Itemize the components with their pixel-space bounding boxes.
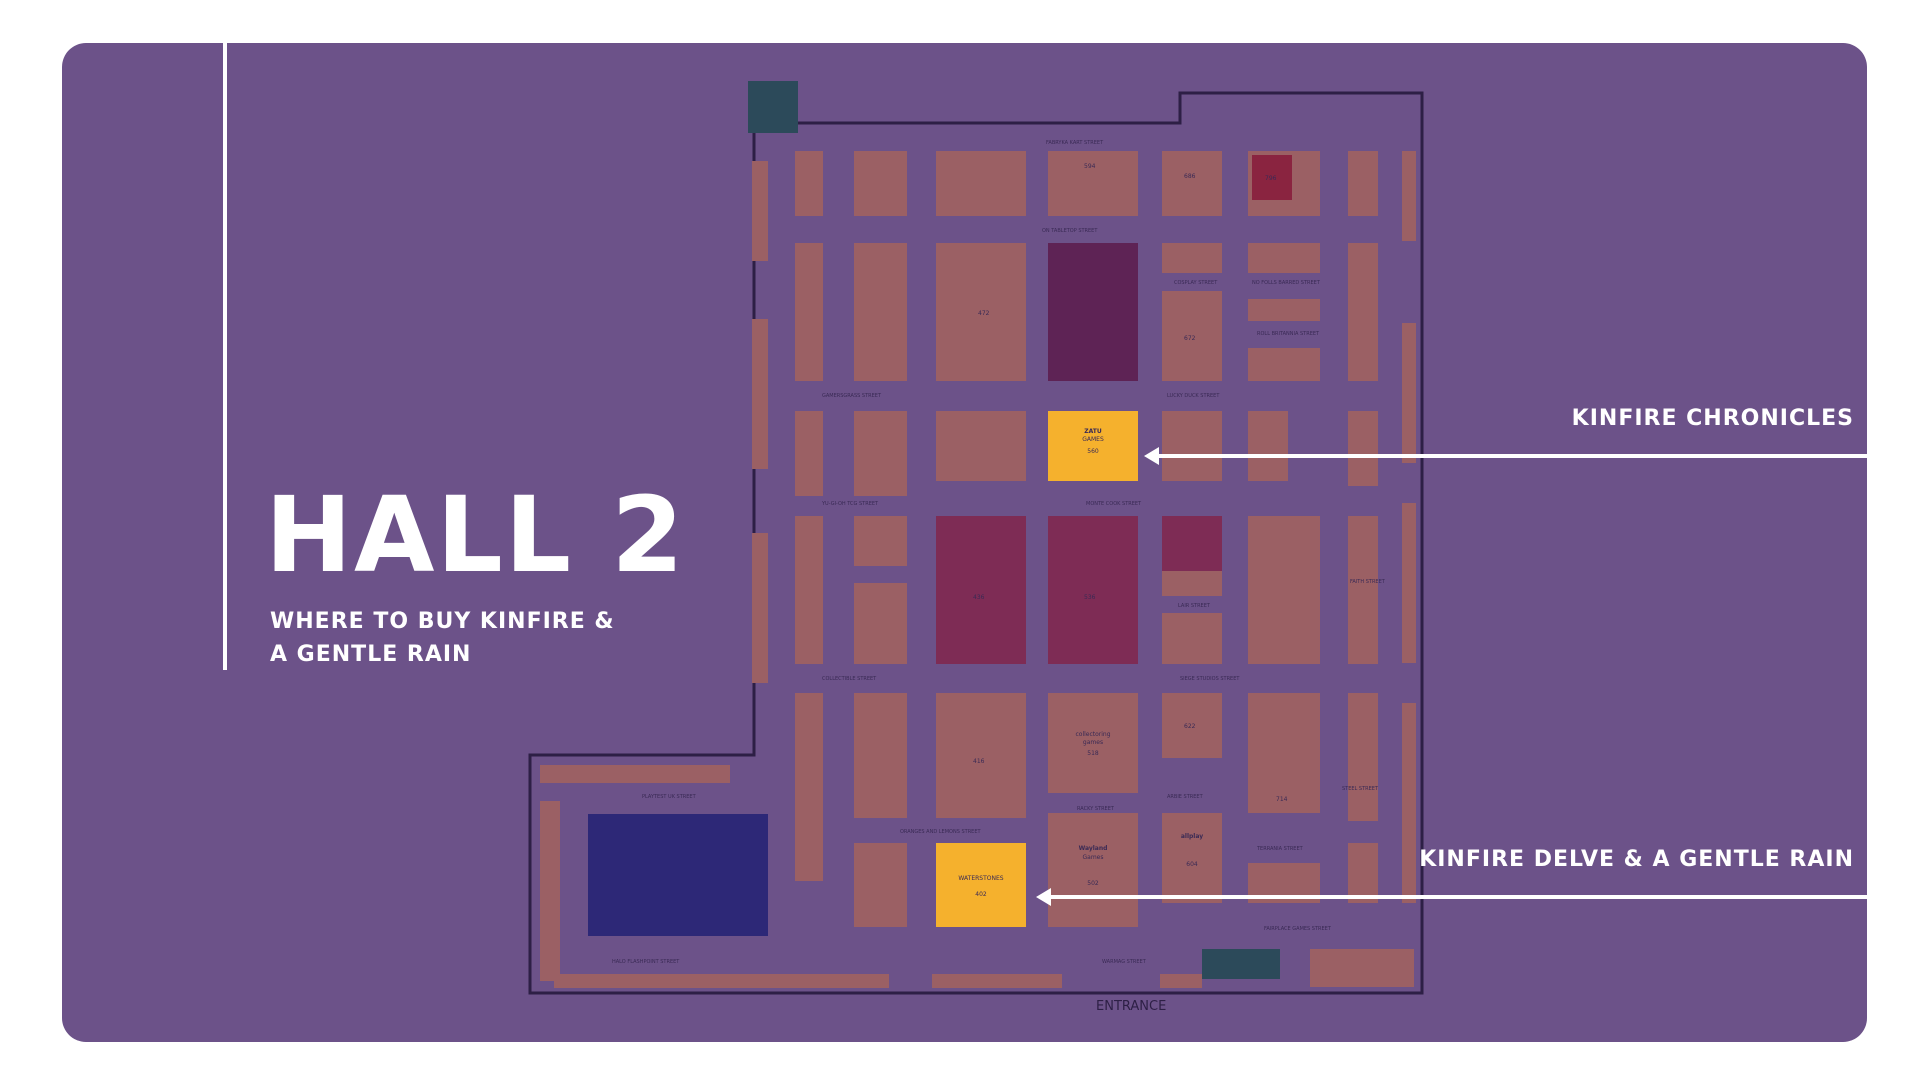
booth-594-label: 594: [1084, 163, 1096, 170]
street-no-folls-barred: NO FOLLS BARRED STREET: [1252, 280, 1321, 286]
street-faith: FAITH STREET: [1350, 579, 1386, 585]
booth-416: [936, 693, 1026, 818]
callout-kinfire-delve-arrow: [1036, 888, 1051, 906]
zatu-logo-sub: GAMES: [1082, 436, 1104, 443]
booth-594: [1048, 151, 1138, 216]
street-lair: LAIR STREET: [1178, 603, 1211, 609]
street-monte-cook: MONTE COOK STREET: [1086, 501, 1142, 507]
callout-kinfire-delve-line: [1048, 895, 1867, 899]
booth-472-label: 472: [978, 310, 990, 317]
booth-wayland-502: [1048, 813, 1138, 927]
booth-436-label: 436: [973, 594, 985, 601]
street-steel: STEEL STREET: [1342, 786, 1379, 792]
title-divider-line: [223, 43, 227, 670]
booth-corner-2994[interactable]: [748, 81, 798, 133]
booth-402-label: 402: [975, 891, 987, 898]
street-terrania: TERRANIA STREET: [1256, 846, 1304, 852]
street-halo-flashpoint: HALO FLASHPOINT STREET: [612, 959, 680, 965]
street-warmag: WARMAG STREET: [1102, 959, 1147, 965]
booth-row-bottom-middle: [932, 974, 1062, 988]
entrance-label: ENTRANCE: [1096, 999, 1166, 1014]
booth-796: [1252, 155, 1292, 200]
street-arbie: ARBIE STREET: [1167, 794, 1204, 800]
waterstones-logo-text: WATERSTONES: [958, 875, 1003, 882]
callout-kinfire-chronicles-arrow: [1144, 447, 1159, 465]
street-oranges-and-lemons: ORANGES AND LEMONS STREET: [900, 829, 981, 835]
booth-row-121: [540, 765, 730, 783]
booth-zatu-560[interactable]: [1048, 411, 1138, 481]
booth-column-2: 472 436 416: [936, 151, 1026, 818]
booth-502-label: 502: [1087, 880, 1099, 887]
booth-allplay-604: [1162, 813, 1222, 903]
booth-604-label: 604: [1186, 861, 1198, 868]
booth-796-label: 796: [1265, 175, 1277, 182]
booth-436: [936, 516, 1026, 664]
wayland-logo-text: Wayland: [1079, 845, 1108, 852]
street-gamersgrass: GAMERSGRASS STREET: [822, 393, 882, 399]
booth-560-label: 560: [1087, 448, 1099, 455]
street-roll-britannia: ROLL BRITANNIA STREET: [1257, 331, 1320, 337]
street-lucky-duck: LUCKY DUCK STREET: [1167, 393, 1220, 399]
allplay-logo-text: allplay: [1181, 833, 1203, 840]
main-stage-booth: [1048, 243, 1138, 381]
booth-714: [1248, 693, 1320, 813]
wayland-logo-sub: Games: [1083, 854, 1104, 861]
collectoring-logo-text: collectoring: [1075, 731, 1110, 738]
booth-518-label: 518: [1087, 750, 1099, 757]
callout-kinfire-chronicles-line: [1156, 454, 1867, 458]
street-siege-studios: SIEGE STUDIOS STREET: [1180, 676, 1240, 682]
booth-672: [1162, 291, 1222, 381]
hall-title: HALL 2: [265, 474, 686, 596]
street-yu-gi-oh: YU-GI-OH TCG STREET: [821, 501, 879, 507]
booth-collectoring-518: [1048, 693, 1138, 793]
hall-subtitle: WHERE TO BUY KINFIRE & A GENTLE RAIN: [270, 609, 615, 667]
street-fairplace-games: FAIRPLACE GAMES STREET: [1264, 926, 1332, 932]
booth-row-bottom-left: [554, 974, 889, 988]
street-on-tabletop: ON TABLETOP STREET: [1042, 228, 1098, 234]
booth-column-5: 796 714: [1248, 151, 1320, 903]
map-card: HALL 2 WHERE TO BUY KINFIRE & A GENTLE R…: [62, 43, 1867, 1042]
booth-column-3: 594 ZATU GAMES 560 536 collectoring game…: [1048, 151, 1138, 927]
callout-kinfire-chronicles-label: KINFIRE CHRONICLES: [1571, 406, 1854, 431]
street-cosplay: COSPLAY STREET: [1174, 280, 1218, 286]
booth-column-4: 686 672 622 allplay 604: [1162, 151, 1222, 903]
booth-column-playtest-left: [540, 801, 560, 981]
booth-536: [1048, 516, 1138, 664]
street-collectible: COLLECTIBLE STREET: [822, 676, 877, 682]
booth-waterstones-402[interactable]: [936, 843, 1026, 927]
street-playtest-uk: PLAYTEST UK STREET: [642, 794, 697, 800]
callout-kinfire-delve-label: KINFIRE DELVE & A GENTLE RAIN: [1419, 847, 1854, 872]
booth-622-label: 622: [1184, 723, 1196, 730]
booth-672-label: 672: [1184, 335, 1196, 342]
booth-714-label: 714: [1276, 796, 1288, 803]
playtest-uk-zone[interactable]: [588, 814, 768, 936]
collectoring-logo-sub: games: [1083, 739, 1103, 746]
booth-column-1: [795, 151, 907, 927]
booth-778: [1160, 974, 1202, 988]
booth-472: [936, 243, 1026, 381]
booth-column-6: [1348, 151, 1416, 903]
zatu-logo-text: ZATU: [1084, 428, 1102, 435]
booth-t98: [1310, 949, 1414, 987]
booth-686-label: 686: [1184, 173, 1196, 180]
booth-622: [1162, 693, 1222, 758]
booth-686: [1162, 151, 1222, 216]
floor-plan-map: 472 436 416 594 ZATU GAMES 560 536 colle…: [528, 81, 1424, 1014]
booth-entrance-right: [1202, 949, 1280, 979]
street-fabryka-kart: FABRYKA KART STREET: [1046, 140, 1104, 146]
booth-416-label: 416: [973, 758, 985, 765]
street-racky: RACKY STREET: [1077, 806, 1115, 812]
left-aisle-booths: [752, 161, 768, 683]
booth-536-label: 536: [1084, 594, 1096, 601]
